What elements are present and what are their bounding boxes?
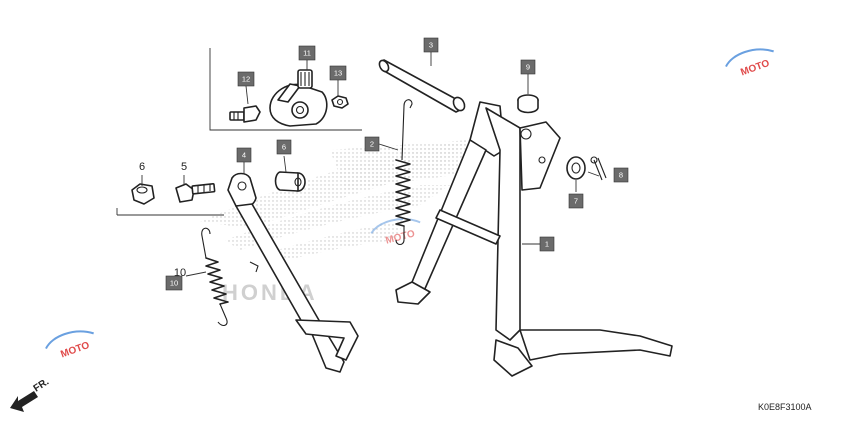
- callout-13[interactable]: 13: [329, 65, 347, 81]
- callout-3[interactable]: 3: [423, 37, 439, 53]
- callout-8[interactable]: 8: [613, 167, 629, 183]
- svg-text:2: 2: [370, 140, 374, 149]
- callout-11[interactable]: 11: [298, 45, 316, 61]
- site-watermark-logo: MOTO: [725, 48, 774, 79]
- spring-part-10: [201, 227, 229, 327]
- svg-text:4: 4: [242, 151, 246, 160]
- bolt-part-5: [175, 182, 216, 203]
- svg-text:3: 3: [429, 41, 433, 50]
- callout-7[interactable]: 7: [568, 193, 584, 209]
- plain-label-6: 6: [139, 161, 145, 173]
- group-bracket: [209, 48, 362, 131]
- svg-text:7: 7: [574, 197, 578, 206]
- svg-text:MOTO: MOTO: [739, 58, 771, 79]
- nut-part-6-left: [131, 183, 155, 205]
- front-arrow-icon: [10, 391, 38, 412]
- svg-text:MOTO: MOTO: [59, 340, 91, 361]
- site-watermark-logo: MOTO: [45, 330, 94, 361]
- svg-text:13: 13: [334, 69, 342, 78]
- collar-part-6-right: [274, 171, 306, 192]
- callout-1[interactable]: 1: [539, 236, 555, 252]
- callout-10[interactable]: 10: [165, 275, 183, 291]
- svg-text:11: 11: [303, 49, 311, 58]
- bolt-part-12: [229, 105, 261, 123]
- callout-12[interactable]: 12: [237, 71, 255, 87]
- svg-text:12: 12: [242, 75, 250, 84]
- svg-text:9: 9: [526, 63, 530, 72]
- nut-part-13: [331, 95, 349, 109]
- callout-4[interactable]: 4: [236, 147, 252, 163]
- svg-text:6: 6: [282, 143, 286, 152]
- cotter-pin-part-8: [590, 156, 607, 181]
- spring-part-2: [395, 99, 413, 246]
- plain-label-5: 5: [181, 161, 187, 173]
- front-direction-indicator: FR.: [10, 376, 51, 412]
- svg-text:1: 1: [545, 240, 549, 249]
- diagram-code: K0E8F3100A: [758, 402, 812, 412]
- front-label: FR.: [32, 376, 52, 394]
- stopper-part-9: [517, 94, 539, 114]
- side-stand-switch-part-11: [269, 69, 328, 127]
- svg-text:8: 8: [619, 171, 623, 180]
- side-stand-part-4: [227, 172, 359, 373]
- main-stand-part-1: [395, 101, 673, 377]
- callout-6[interactable]: 6: [276, 139, 292, 155]
- leader-lines: [141, 52, 600, 277]
- callout-9[interactable]: 9: [520, 59, 536, 75]
- washer-part-7: [566, 156, 586, 180]
- plain-label-10: 10: [174, 267, 186, 279]
- callout-2[interactable]: 2: [364, 136, 380, 152]
- pivot-pin-part-3: [378, 59, 466, 113]
- svg-text:10: 10: [170, 279, 178, 288]
